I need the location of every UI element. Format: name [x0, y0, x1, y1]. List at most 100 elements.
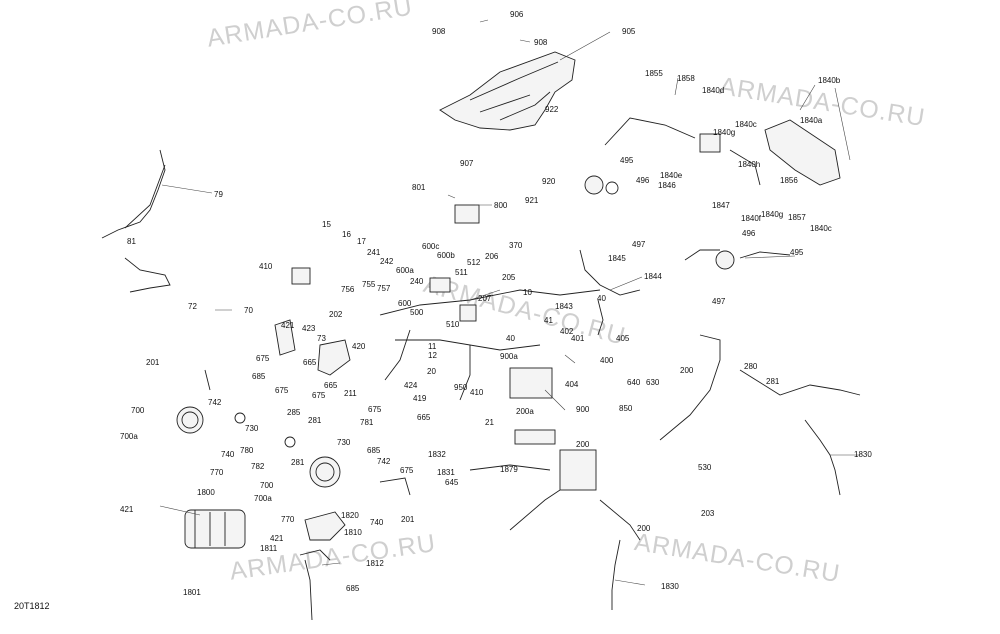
callout-675: 675	[400, 466, 414, 475]
callout-421: 421	[270, 534, 284, 543]
callout-1846: 1846	[658, 181, 676, 190]
callout-530: 530	[698, 463, 712, 472]
callout-20: 20	[427, 367, 436, 376]
callout-281: 281	[766, 377, 780, 386]
callout-495: 495	[790, 248, 804, 257]
callout-400: 400	[600, 356, 614, 365]
callout-640: 640	[627, 378, 641, 387]
callout-202: 202	[329, 310, 343, 319]
callout-950: 950	[454, 383, 468, 392]
callout-21: 21	[485, 418, 494, 427]
callout-1840h: 1840h	[738, 160, 761, 169]
callout-200a: 200a	[516, 407, 534, 416]
callout-906: 906	[510, 10, 524, 19]
callout-665: 665	[324, 381, 338, 390]
callout-675: 675	[368, 405, 382, 414]
callout-423: 423	[302, 324, 316, 333]
callout-402: 402	[560, 327, 574, 336]
callout-206: 206	[485, 252, 499, 261]
callout-421: 421	[120, 505, 134, 514]
callout-1840g: 1840g	[761, 210, 784, 219]
callout-241: 241	[367, 248, 381, 257]
callout-742: 742	[208, 398, 222, 407]
callout-920: 920	[542, 177, 556, 186]
callout-410: 410	[470, 388, 484, 397]
callout-41: 41	[544, 316, 553, 325]
callout-700a: 700a	[254, 494, 272, 503]
callout-1843: 1843	[555, 302, 573, 311]
callout-201: 201	[401, 515, 415, 524]
callout-495: 495	[620, 156, 634, 165]
callout-742: 742	[377, 457, 391, 466]
callout-1810: 1810	[344, 528, 362, 537]
callout-511: 511	[455, 268, 468, 277]
callout-1832: 1832	[428, 450, 446, 459]
callout-730: 730	[245, 424, 259, 433]
callout-419: 419	[413, 394, 427, 403]
callout-1857: 1857	[788, 213, 806, 222]
callout-905: 905	[622, 27, 636, 36]
callout-1840e: 1840e	[660, 171, 683, 180]
callout-922: 922	[545, 105, 559, 114]
callout-1840b: 1840b	[818, 76, 841, 85]
callout-424: 424	[404, 381, 418, 390]
callout-79: 79	[214, 190, 223, 199]
callout-782: 782	[251, 462, 265, 471]
callout-10: 10	[523, 288, 532, 297]
callout-630: 630	[646, 378, 660, 387]
callout-205: 205	[502, 273, 516, 282]
callout-73: 73	[317, 334, 326, 343]
callout-675: 675	[312, 391, 326, 400]
callout-1840g: 1840g	[713, 128, 736, 137]
callout-211: 211	[344, 389, 357, 398]
callout-645: 645	[445, 478, 459, 487]
callout-908: 908	[534, 38, 548, 47]
callout-757: 757	[377, 284, 391, 293]
callout-1820: 1820	[341, 511, 359, 520]
callout-1830: 1830	[854, 450, 872, 459]
callout-200: 200	[680, 366, 694, 375]
callout-1801: 1801	[183, 588, 201, 597]
callout-1855: 1855	[645, 69, 663, 78]
callout-500: 500	[410, 308, 424, 317]
callout-1879: 1879	[500, 465, 518, 474]
callout-496: 496	[742, 229, 756, 238]
callout-497: 497	[632, 240, 646, 249]
callout-770: 770	[210, 468, 224, 477]
callout-201: 201	[146, 358, 160, 367]
callout-1845: 1845	[608, 254, 626, 263]
callout-700: 700	[260, 481, 274, 490]
callout-780: 780	[240, 446, 254, 455]
callout-700: 700	[131, 406, 145, 415]
callout-1840f: 1840f	[741, 214, 762, 223]
callout-203: 203	[701, 509, 715, 518]
callout-242: 242	[380, 257, 394, 266]
callout-600a: 600a	[396, 266, 414, 275]
callout-1831: 1831	[437, 468, 455, 477]
callout-740: 740	[370, 518, 384, 527]
callout-1840c: 1840c	[735, 120, 757, 129]
callout-1800: 1800	[197, 488, 215, 497]
callout-685: 685	[346, 584, 360, 593]
callout-405: 405	[616, 334, 630, 343]
callout-510: 510	[446, 320, 460, 329]
callout-600: 600	[398, 299, 412, 308]
callout-200: 200	[576, 440, 590, 449]
callout-497: 497	[712, 297, 726, 306]
callout-1844: 1844	[644, 272, 662, 281]
callout-421: 421	[281, 321, 295, 330]
callout-281: 281	[308, 416, 322, 425]
callout-675: 675	[256, 354, 270, 363]
callout-240: 240	[410, 277, 424, 286]
callout-1840a: 1840a	[800, 116, 823, 125]
callout-781: 781	[360, 418, 374, 427]
callout-1830: 1830	[661, 582, 679, 591]
callout-921: 921	[525, 196, 539, 205]
callout-675: 675	[275, 386, 289, 395]
callout-907: 907	[460, 159, 474, 168]
callout-908: 908	[432, 27, 446, 36]
callout-770: 770	[281, 515, 295, 524]
callout-370: 370	[509, 241, 523, 250]
callout-756: 756	[341, 285, 355, 294]
callout-900a: 900a	[500, 352, 518, 361]
